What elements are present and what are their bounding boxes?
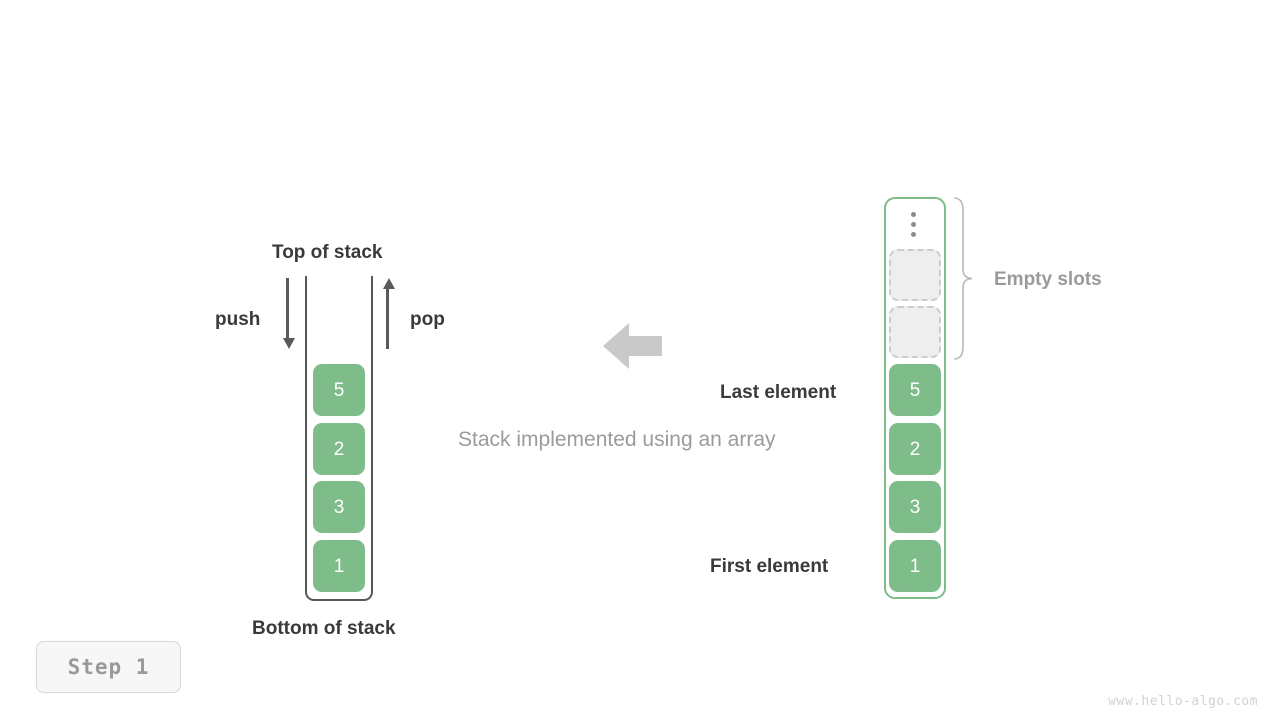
array-cell[interactable]: 5: [889, 364, 941, 416]
dot: [910, 221, 916, 227]
vertical-ellipsis-icon: [887, 199, 939, 249]
stack-container: [305, 276, 373, 601]
step-badge: Step 1: [36, 641, 181, 693]
diagram-caption: Stack implemented using an array: [458, 428, 776, 451]
dot: [910, 211, 916, 217]
array-empty-slot[interactable]: [889, 306, 941, 358]
dot: [910, 231, 916, 237]
stack-cell[interactable]: 1: [313, 540, 365, 592]
first-element-label: First element: [710, 556, 829, 577]
pop-label: pop: [410, 309, 445, 330]
empty-slots-label: Empty slots: [994, 269, 1102, 290]
array-cell[interactable]: 1: [889, 540, 941, 592]
top-of-stack-label: Top of stack: [272, 242, 383, 263]
last-element-label: Last element: [720, 382, 837, 403]
bottom-of-stack-label: Bottom of stack: [252, 618, 396, 639]
stack-cell[interactable]: 5: [313, 364, 365, 416]
array-cell[interactable]: 2: [889, 423, 941, 475]
stack-cell[interactable]: 3: [313, 481, 365, 533]
left-pointing-arrow-icon: [603, 321, 663, 376]
step-badge-label: Step 1: [67, 654, 150, 679]
array-empty-slot[interactable]: [889, 249, 941, 301]
stack-cell[interactable]: 2: [313, 423, 365, 475]
empty-slots-brace: [952, 196, 974, 366]
array-cell[interactable]: 3: [889, 481, 941, 533]
watermark: www.hello-algo.com: [1108, 694, 1258, 709]
push-arrow: [283, 278, 295, 349]
pop-arrow: [383, 278, 395, 349]
push-label: push: [215, 309, 261, 330]
